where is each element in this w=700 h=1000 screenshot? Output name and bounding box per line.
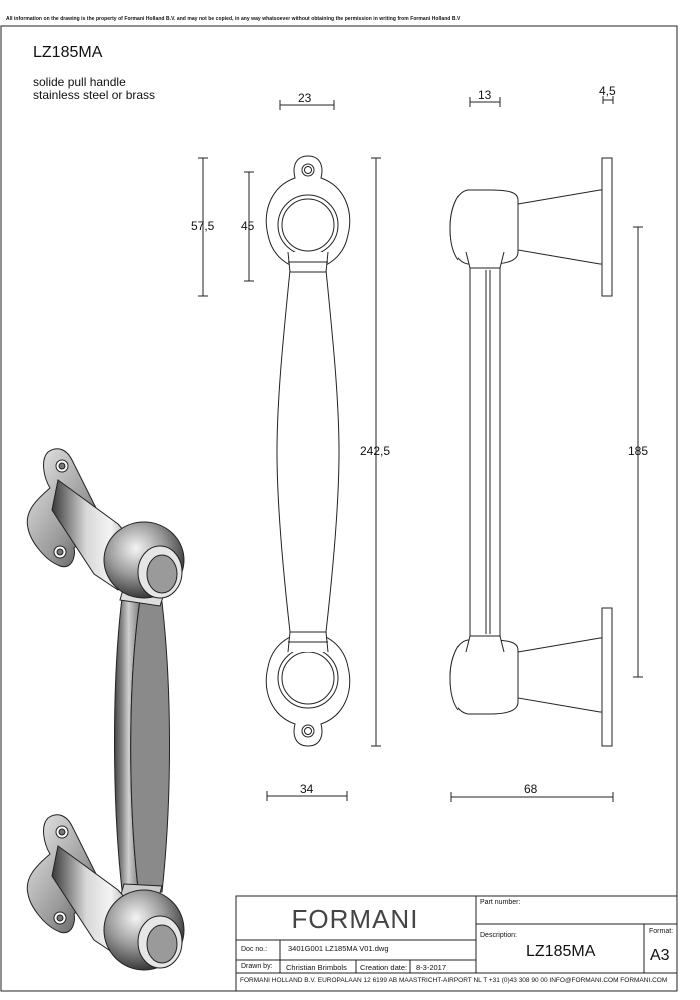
- front-view: [265, 155, 351, 747]
- dim-side-bar-width: 13: [478, 88, 492, 102]
- creation-date-label: Creation date:: [360, 963, 408, 972]
- doc-no-label: Doc no.:: [241, 946, 268, 953]
- description-label: Description:: [480, 932, 517, 939]
- product-description-line2: stainless steel or brass: [33, 88, 156, 102]
- title-block-frame: [235, 895, 678, 992]
- dim-front-height-inner: 45: [241, 219, 255, 233]
- format-label: Format:: [649, 928, 674, 935]
- dim-side-plate-thickness: 4,5: [599, 84, 616, 98]
- dim-front-top-width: 23: [298, 91, 312, 105]
- isometric-view: [26, 448, 185, 971]
- drawn-by-label: Drawn by:: [241, 963, 273, 970]
- part-number-label: Part number:: [480, 899, 521, 906]
- dim-front-bottom-width: 34: [300, 782, 314, 796]
- product-code: LZ185MA: [33, 44, 103, 61]
- creation-date-value: 8-3-2017: [416, 963, 447, 972]
- brand-logo: FORMANI: [292, 904, 419, 934]
- drawn-by-value: Christian Brimbols: [286, 963, 347, 972]
- side-view: [449, 157, 613, 747]
- dim-center-distance: 185: [628, 444, 649, 458]
- format-value: A3: [650, 947, 670, 964]
- dim-front-height-outer: 57,5: [191, 219, 215, 233]
- dim-projection: 68: [524, 782, 538, 796]
- copyright-notice: All information on the drawing is the pr…: [6, 16, 461, 22]
- description-value: LZ185MA: [526, 943, 596, 960]
- dim-overall-length: 242,5: [360, 444, 391, 458]
- product-description-line1: solide pull handle: [33, 75, 126, 89]
- dimension-lines: [198, 96, 643, 802]
- company-footer: FORMANI HOLLAND B.V. EUROPALAAN 12 6199 …: [240, 977, 668, 984]
- doc-no-value: 3401G001 LZ185MA V01.dwg: [288, 944, 389, 953]
